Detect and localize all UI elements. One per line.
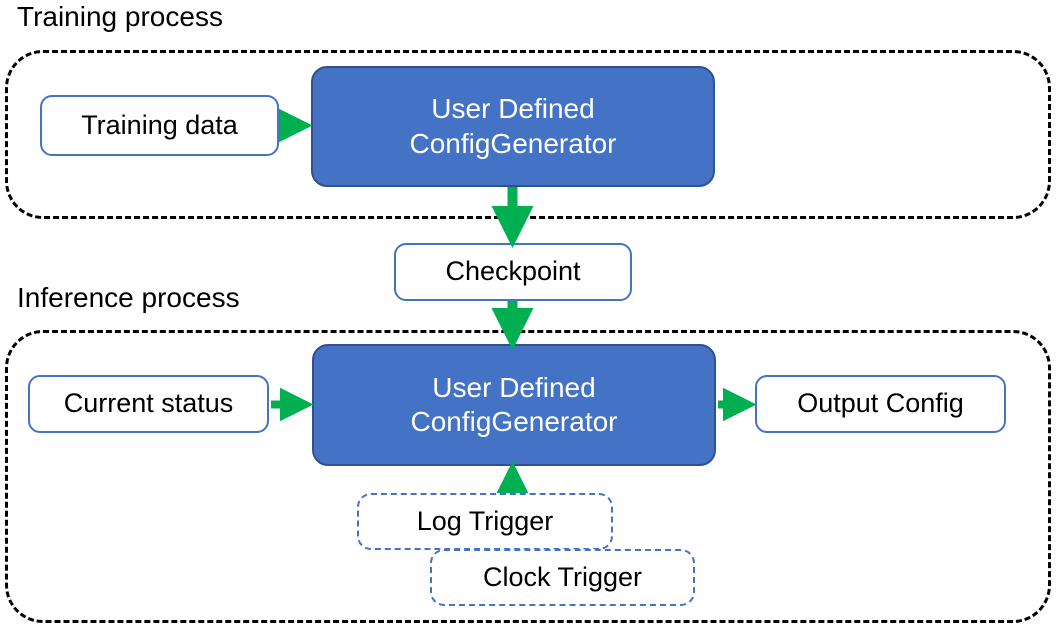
node-log-trigger-label: Log Trigger — [416, 506, 554, 536]
node-training-generator-label-line1: User Defined — [431, 93, 595, 125]
node-checkpoint-label: Checkpoint — [445, 256, 581, 287]
node-inference-generator-label-line1: User Defined — [432, 371, 596, 403]
node-current-status-label: Current status — [63, 388, 234, 419]
node-training-data[interactable]: Training data — [40, 95, 279, 156]
node-training-generator-label-line2: ConfigGenerator — [409, 127, 617, 159]
node-clock-trigger-label: Clock Trigger — [482, 562, 643, 592]
node-log-trigger[interactable]: Log Trigger — [357, 493, 613, 550]
inference-process-label: Inference process — [17, 282, 240, 313]
node-training-user-defined-configgenerator[interactable]: User Defined ConfigGenerator — [311, 66, 715, 187]
node-current-status[interactable]: Current status — [28, 375, 269, 433]
node-inference-generator-label-line2: ConfigGenerator — [410, 406, 618, 437]
node-clock-trigger[interactable]: Clock Trigger — [430, 549, 695, 606]
node-inference-user-defined-configgenerator[interactable]: User Defined ConfigGenerator — [312, 344, 716, 466]
training-process-label: Training process — [17, 1, 223, 32]
node-output-config[interactable]: Output Config — [755, 375, 1006, 433]
node-training-data-label: Training data — [81, 109, 238, 140]
node-output-config-label: Output Config — [797, 388, 964, 419]
node-checkpoint[interactable]: Checkpoint — [394, 243, 632, 301]
